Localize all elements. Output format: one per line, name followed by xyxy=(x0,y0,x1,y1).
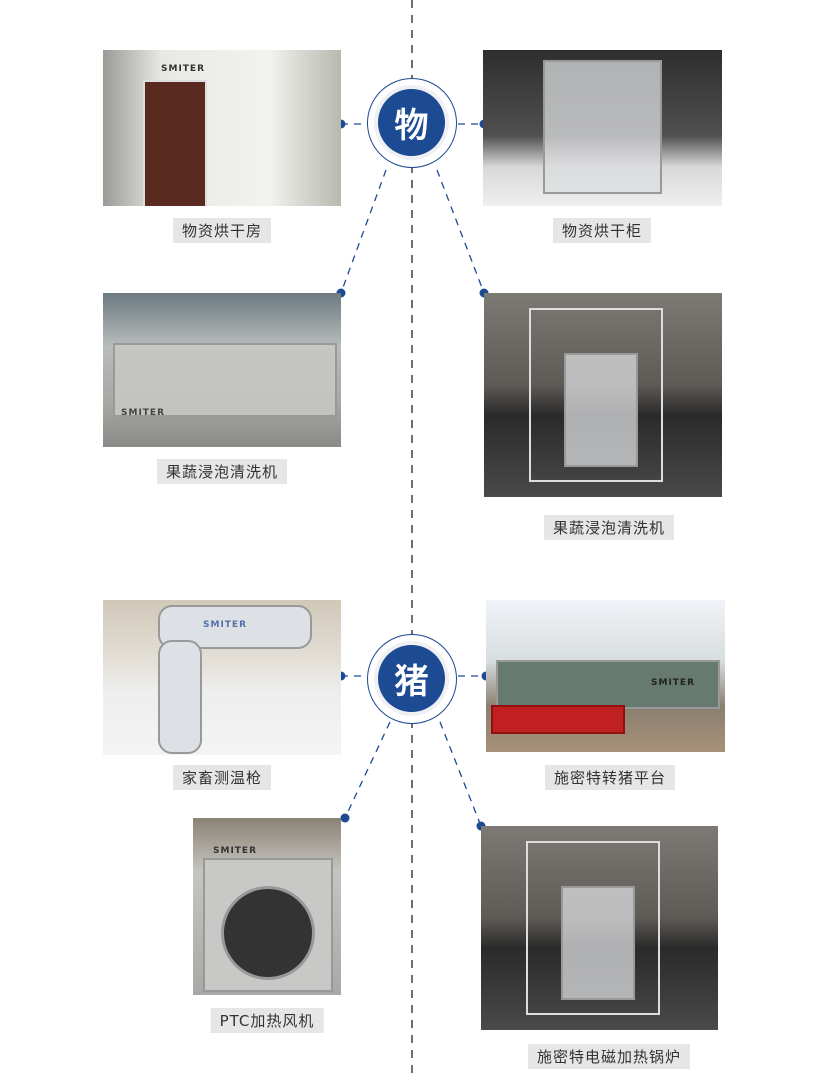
product-label: 物资烘干柜 xyxy=(552,218,652,243)
cabinet-shape xyxy=(543,60,662,194)
frame-shape xyxy=(529,308,663,482)
tank-shape xyxy=(564,353,638,467)
product-image-washer-frame xyxy=(484,293,722,497)
category-node-supplies: 物 xyxy=(367,78,457,168)
gun-grip xyxy=(158,640,202,754)
frame-shape xyxy=(526,841,660,1015)
category-badge: 猪 xyxy=(378,645,445,712)
product-image-drying-cabinet xyxy=(483,50,722,206)
door-shape xyxy=(143,80,207,206)
category-badge: 物 xyxy=(378,89,445,156)
base-shape xyxy=(491,705,625,734)
product-image-drying-room: SMITER xyxy=(103,50,341,206)
gun-body xyxy=(158,605,312,649)
tank-shape xyxy=(561,886,635,1000)
product-label: PTC加热风机 xyxy=(210,1008,324,1033)
product-label: 果蔬浸泡清洗机 xyxy=(543,515,675,540)
product-label: 施密特电磁加热锅炉 xyxy=(527,1044,691,1069)
product-label: 物资烘干房 xyxy=(172,218,272,243)
product-image-induction-boiler xyxy=(481,826,718,1030)
product-image-thermometer-gun: SMITER xyxy=(103,600,341,755)
washer-shape xyxy=(113,343,337,417)
product-label: 家畜测温枪 xyxy=(172,765,272,790)
product-label: 果蔬浸泡清洗机 xyxy=(156,459,288,484)
fan-icon xyxy=(221,886,315,980)
product-image-washer: SMITER xyxy=(103,293,341,447)
product-label: 施密特转猪平台 xyxy=(544,765,676,790)
product-image-ptc-heater: SMITER xyxy=(193,818,341,995)
product-image-pig-platform: SMITER xyxy=(486,600,725,752)
connector-dot xyxy=(340,813,350,823)
category-node-pig: 猪 xyxy=(367,634,457,724)
